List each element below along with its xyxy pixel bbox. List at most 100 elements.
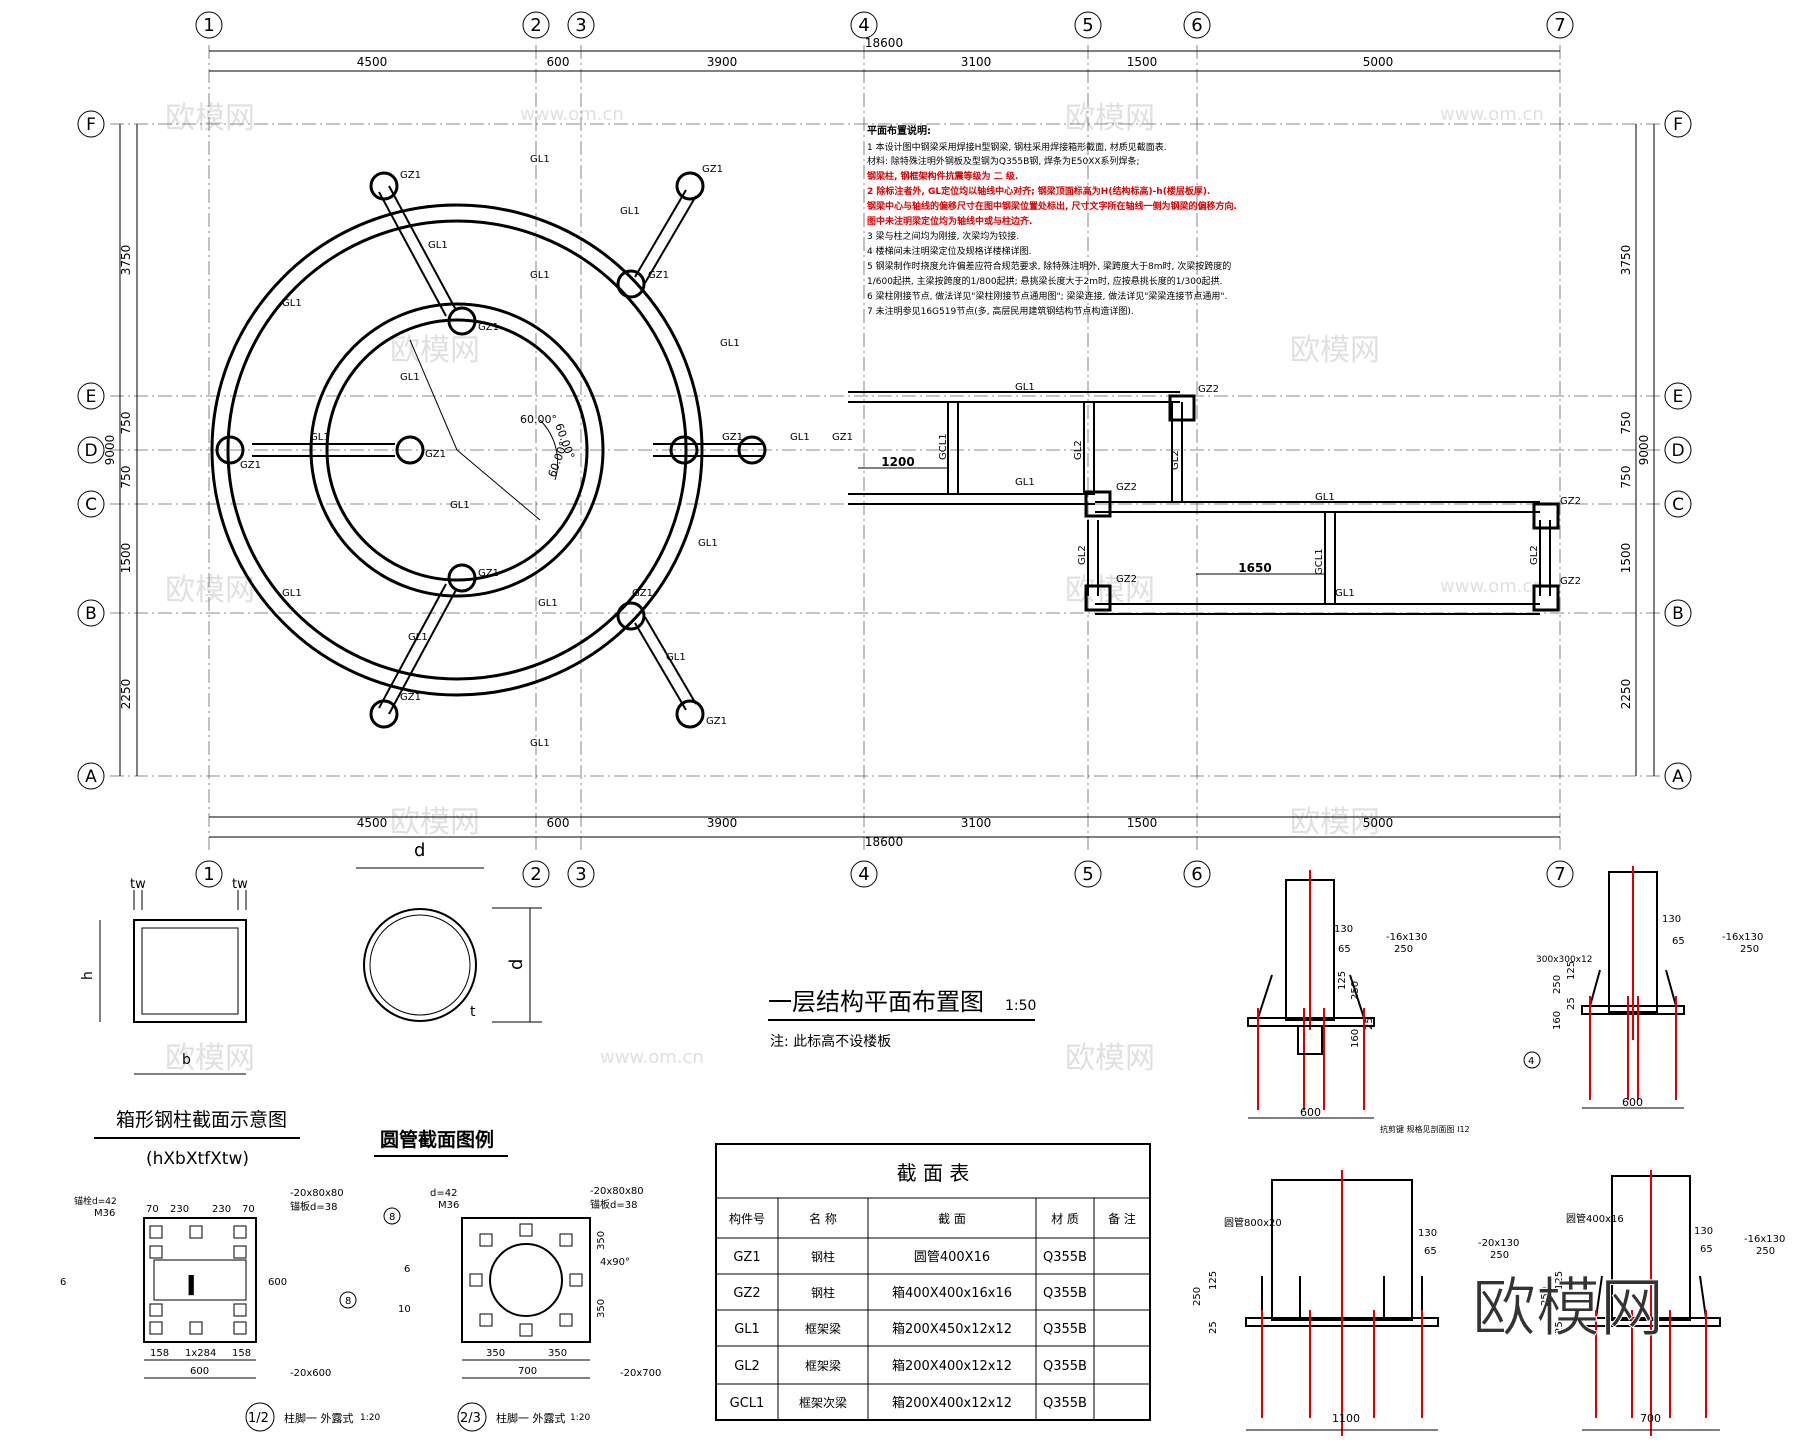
plate-label: 300x300x12: [1536, 955, 1592, 965]
axis-label: F: [86, 115, 96, 135]
column-label: GZ2: [1116, 482, 1137, 493]
column-label: GZ1: [722, 432, 743, 443]
note-line: 4 楼梯间未注明梁定位及规格详楼梯详图.: [867, 245, 1031, 257]
grid-lines: [110, 45, 1660, 850]
dim-label: 65: [1672, 936, 1685, 947]
beam-label: GCL1: [1314, 548, 1325, 575]
plate-label: 250: [1490, 1250, 1509, 1261]
table-title: 截 面 表: [897, 1161, 970, 1185]
detail-scale: 1:20: [360, 1413, 380, 1423]
beam-label: GL1: [450, 500, 470, 511]
brand-watermark: 欧模网: [1472, 1272, 1664, 1346]
dim-label: 250: [1350, 981, 1361, 1000]
dim-label: 65: [1424, 1246, 1437, 1257]
dim-label: 600: [547, 816, 570, 830]
beam-label: GL1: [790, 432, 810, 443]
column-label: GZ1: [832, 432, 853, 443]
table-header: 材 质: [1051, 1212, 1079, 1226]
dim-label: 70: [146, 1204, 159, 1215]
bolt-label: M36: [94, 1208, 115, 1219]
axis-label: E: [1673, 387, 1684, 407]
beam-label: GL1: [428, 240, 448, 251]
plate-label: 锚板d=38: [590, 1198, 637, 1211]
plan-title-text: 一层结构平面布置图: [768, 988, 984, 1016]
box-h: h: [80, 971, 96, 980]
symbol-label: 6: [404, 1264, 410, 1275]
table-cell: 钢柱: [811, 1249, 835, 1264]
table-cell: 框架次梁: [799, 1395, 847, 1410]
detail-tag: 1/2: [248, 1411, 269, 1426]
watermark: 欧模网: [165, 101, 255, 136]
watermark-url: www.om.cn: [1440, 104, 1544, 125]
axis-label: 1: [203, 864, 214, 885]
axis-label: 2: [530, 864, 541, 885]
table-cell: 框架梁: [805, 1358, 841, 1373]
watermark: 欧模网: [390, 805, 480, 840]
dim-label: 3750: [1619, 245, 1633, 276]
beam-label: GL1: [1015, 382, 1035, 393]
top-dimensions: 4500 600 3900 3100 1500 5000 18600 4500 …: [209, 36, 1560, 849]
dim-label: 158: [150, 1348, 169, 1359]
watermark: 欧模网: [390, 333, 480, 368]
plate-label: -16x130: [1386, 932, 1427, 943]
dim-label: 600: [1300, 1106, 1321, 1119]
column-label: GZ1: [400, 692, 421, 703]
dim-label: 750: [119, 466, 133, 489]
side-dimensions: 3750 750 750 1500 2250 9000 3750 750 750…: [103, 124, 1655, 776]
axis-label: B: [1672, 604, 1684, 624]
table-cell: 钢柱: [811, 1285, 835, 1300]
table-cell: GCL1: [730, 1396, 765, 1411]
column-base-elevation-1: 600 -16x130 250 130 65 125 250 25 160 抗剪…: [1247, 870, 1470, 1134]
beam-label: GL1: [408, 632, 428, 643]
box-formula: (hXbXtfXtw): [146, 1149, 249, 1169]
dim-label: 3900: [707, 816, 738, 830]
table-cell: Q355B: [1043, 1396, 1087, 1411]
note-line: 2 除标注者外, GL定位均以轴线中心对齐; 钢梁顶面标高为H(结构标高)-h(…: [867, 185, 1210, 197]
dim-label: 4500: [357, 816, 388, 830]
axis-label: 4: [858, 15, 869, 36]
dim-label: 125: [1337, 971, 1348, 990]
pipe-d: d: [506, 959, 527, 970]
dim-label: 1500: [119, 543, 133, 574]
plan-scale: 1:50: [1005, 998, 1036, 1014]
table-header: 名 称: [809, 1211, 837, 1226]
beam-label: GCL1: [938, 433, 949, 460]
axis-label: 7: [1554, 864, 1565, 885]
dim-label: 125: [1554, 1271, 1565, 1290]
table-header: 截 面: [938, 1212, 966, 1226]
symbol-label: 10: [398, 1304, 411, 1315]
watermark-url: www.om.cn: [520, 104, 624, 125]
pipe-title: 圆管截面图例: [380, 1128, 494, 1151]
dim-label: 750: [119, 412, 133, 435]
bottom-axis-bubbles: 1 2 3 4 5 6 7: [195, 860, 1574, 888]
beam-label: GL2: [1529, 545, 1540, 565]
dim-label: 2250: [1619, 679, 1633, 710]
dim-label: 9000: [103, 435, 117, 466]
beam-label: GL1: [620, 206, 640, 217]
axis-label: 1: [203, 15, 214, 36]
watermark: 欧模网: [165, 573, 255, 608]
beam-label: GL1: [1015, 477, 1035, 488]
box-section-diagram: tw tw h b 箱形钢柱截面示意图 (hXbXtfXtw): [80, 877, 300, 1169]
beam-label: GL1: [538, 598, 558, 609]
beam-label: GL1: [282, 588, 302, 599]
column-label: GZ1: [702, 164, 723, 175]
dim-label: 1x284: [185, 1348, 216, 1359]
annex-structure: 1200 1650 GL1 GL1 GL1 GL1 GZ2 GZ2 GZ2 GZ…: [848, 382, 1581, 615]
detail-tag: 2/3: [460, 1411, 481, 1426]
dim-label: 1100: [1332, 1412, 1360, 1425]
plate-label: 250: [1394, 944, 1413, 955]
dim-label: 5000: [1363, 55, 1394, 69]
dim-label: 350: [596, 1231, 607, 1250]
beam-label: GL1: [530, 738, 550, 749]
note-line: 钢梁柱, 钢框架构件抗震等级为 二 级.: [867, 170, 1018, 182]
detail-name: 柱脚一 外露式: [284, 1411, 354, 1425]
plan-title: 一层结构平面布置图 1:50 注: 此标高不设楼板: [768, 988, 1036, 1050]
dim-1200: 1200: [881, 455, 914, 469]
bolt-label: M36: [438, 1200, 459, 1211]
dim-label: 65: [1338, 944, 1351, 955]
dim-label: 160: [1350, 1029, 1361, 1048]
ring-labels: GZ1 GL1 GZ1 GZ1 GL1 GZ1 GZ1 GZ1 GZ1 GZ1 …: [240, 154, 853, 749]
dim-label: 2250: [119, 679, 133, 710]
box-b: b: [182, 1052, 191, 1068]
